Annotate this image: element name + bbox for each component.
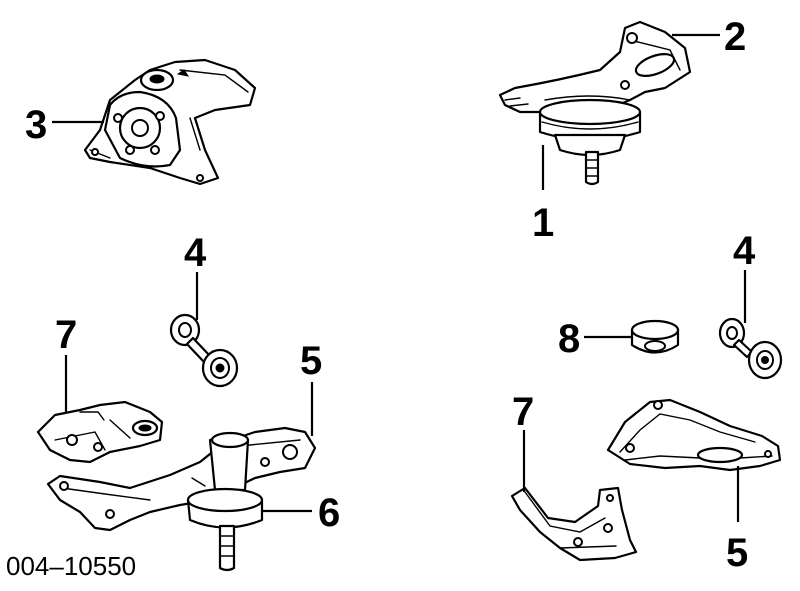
callout-6: 6 (318, 491, 340, 535)
part-7-right-bracket (510, 486, 638, 562)
part-5-6-left-mount (46, 426, 317, 572)
callout-labels: 3 2 1 4 4 7 5 6 8 7 5 (25, 15, 756, 575)
callout-2: 2 (724, 15, 746, 59)
callout-4-left: 4 (184, 231, 207, 275)
part-3-mount (83, 58, 257, 186)
part-8-bushing (630, 319, 680, 354)
callout-3: 3 (25, 103, 47, 147)
leader-lines (52, 33, 747, 522)
diagram-code: 004–10550 (6, 551, 136, 581)
callout-8: 8 (558, 317, 580, 361)
part-5-right-shield (606, 398, 782, 472)
part-4-right-bolt (718, 317, 783, 380)
callout-5-left: 5 (300, 339, 322, 383)
callout-7-right: 7 (512, 390, 534, 434)
callout-1: 1 (532, 201, 554, 245)
part-7-left-bracket (36, 400, 164, 464)
part-4-left-bolt (169, 313, 239, 388)
callout-4-right: 4 (733, 229, 756, 273)
callout-7-left: 7 (55, 313, 77, 357)
callout-5-right: 5 (726, 531, 748, 575)
part-1-2-mount (498, 20, 692, 186)
